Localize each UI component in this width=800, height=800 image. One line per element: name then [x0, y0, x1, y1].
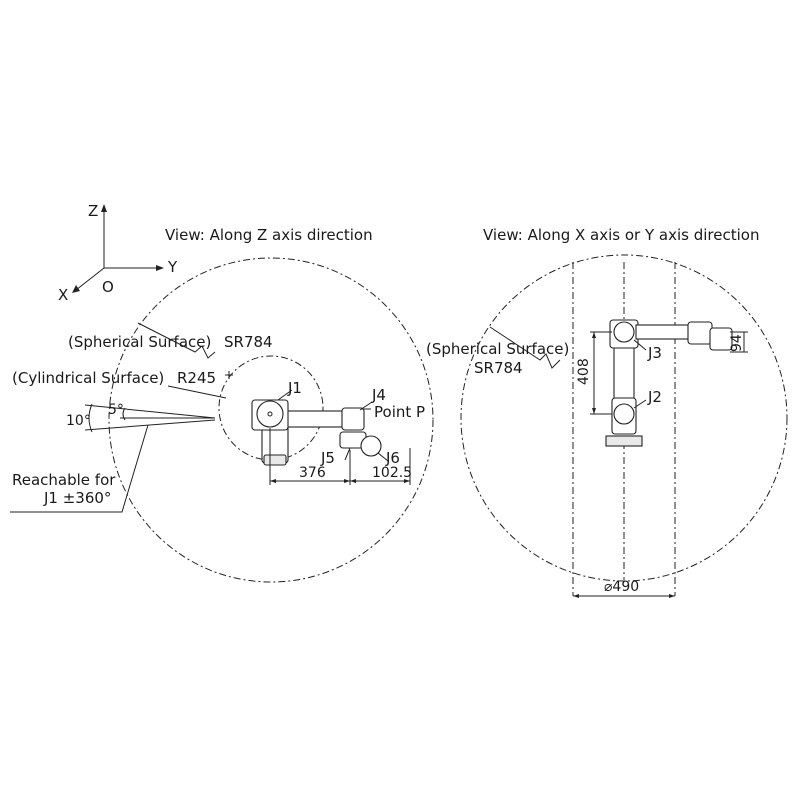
dim-arrow-2 [344, 479, 350, 483]
j6-joint [360, 435, 382, 457]
left-view-title: View: Along Z axis direction [165, 226, 373, 244]
dim-408-arrow-top [592, 332, 596, 338]
wedge-upper-line [84, 404, 216, 419]
j5-label: J5 [320, 449, 335, 467]
point-p-label: Point P [374, 403, 425, 421]
j5-leader [344, 447, 351, 461]
right-view: View: Along X axis or Y axis direction (… [426, 226, 788, 598]
right-view-title: View: Along X axis or Y axis direction [483, 226, 759, 244]
x-axis-line [75, 267, 105, 291]
angle-5-label: 5° [108, 402, 124, 418]
j2-leader [633, 399, 647, 409]
right-spherical-surface [460, 254, 788, 582]
dim-408-arrow-bottom [592, 408, 596, 414]
j3-leader [633, 339, 647, 351]
base-plate [605, 435, 643, 447]
right-spherical-leader [489, 326, 561, 369]
j4-label: J4 [371, 386, 386, 404]
dim-490-arrow-left [573, 594, 579, 598]
reachable-leader [10, 424, 149, 513]
left-spherical-surface [108, 257, 434, 583]
j3-label: J3 [647, 344, 662, 362]
j1-joint [256, 400, 284, 428]
z-axis-arrow [101, 204, 107, 212]
left-cylindrical-value: R245 [177, 369, 216, 387]
x-axis-label: X [58, 286, 68, 304]
base-foot [263, 454, 287, 466]
dim-376: 376 [299, 465, 326, 481]
j6-leader [377, 452, 389, 462]
dim-arrow-4 [404, 479, 410, 483]
spherical-leader [137, 322, 216, 359]
left-spherical-value: SR784 [224, 333, 273, 351]
left-view: View: Along Z axis direction 10° 5° (Sph… [10, 226, 434, 583]
y-axis-label: Y [167, 258, 178, 276]
dim-102-5: 102.5 [372, 465, 412, 481]
dim-490: ⌀490 [604, 579, 639, 595]
j6-label: J6 [385, 449, 400, 467]
j3-joint [613, 321, 635, 343]
forearm-link [635, 324, 691, 340]
left-cylindrical-label: (Cylindrical Surface) [12, 369, 164, 387]
origin-label: O [102, 278, 114, 296]
dim-arrow-1 [270, 479, 276, 483]
dim-408: 408 [576, 358, 592, 385]
j1-center [267, 411, 273, 417]
z-axis-label: Z [88, 202, 98, 220]
cylindrical-leader [167, 385, 227, 399]
angle-10-label: 10° [66, 413, 91, 429]
j1-label: J1 [287, 379, 302, 397]
right-robot-arm [605, 319, 733, 447]
dim-490-arrow-right [669, 594, 675, 598]
wrist-housing [687, 321, 713, 345]
left-spherical-label: (Spherical Surface) [68, 333, 211, 351]
y-axis-arrow [156, 265, 164, 271]
x-axis-arrow [72, 285, 80, 293]
j2-joint [613, 403, 635, 425]
wedge-lower-line [84, 419, 216, 431]
angle-10-arc [88, 403, 93, 433]
dim-arrow-3 [350, 479, 356, 483]
right-spherical-value: SR784 [474, 359, 523, 377]
dim-94: 94 [729, 334, 745, 352]
right-spherical-label: (Spherical Surface) [426, 340, 569, 358]
coordinate-axes: Z Y X O [58, 202, 178, 304]
j2-label: J2 [647, 388, 662, 406]
j1-leader [277, 389, 293, 401]
upper-link [285, 410, 345, 428]
j4-leader [359, 401, 373, 411]
wrist-end [709, 327, 733, 351]
angle-5-arc [122, 407, 126, 421]
j4-joint [341, 407, 365, 431]
reach-label-2: J1 ±360° [43, 489, 111, 507]
reach-label-1: Reachable for [12, 471, 116, 489]
